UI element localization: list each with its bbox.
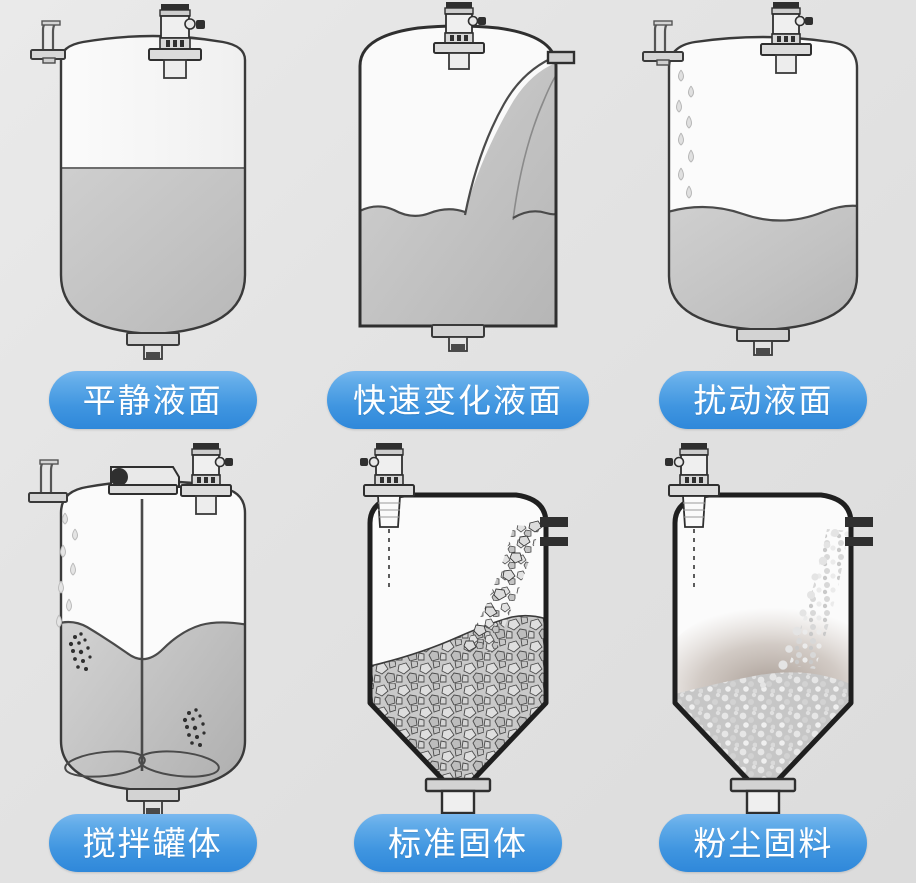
- sensor-flange: [668, 484, 721, 497]
- scenario-card-dusty-solids[interactable]: 粉尘固料: [611, 441, 916, 883]
- silo-dusty-solids: [665, 443, 874, 815]
- scenario-card-calm-liquid-surface[interactable]: 平静液面: [0, 0, 305, 441]
- label-row: 搅拌罐体: [0, 814, 305, 872]
- illustration-standard-solids-silo: [305, 441, 610, 883]
- scenario-label-calm-liquid-surface[interactable]: 平静液面: [48, 371, 257, 429]
- label-row: 粉尘固料: [611, 814, 916, 872]
- bubble-cluster-right: [182, 708, 206, 747]
- falling-droplets: [676, 69, 695, 199]
- sensor-flange: [179, 484, 232, 497]
- label-row: 平静液面: [0, 371, 305, 429]
- falling-powder: [760, 529, 850, 688]
- sensor-flange: [147, 48, 202, 61]
- illustration-stirred-tank: [0, 441, 305, 883]
- illustration-agitated-liquid-tank: [611, 0, 916, 441]
- impeller-blades: [63, 750, 220, 778]
- sensor-side-port-icon: [368, 456, 380, 468]
- sensor-antenna: [162, 59, 187, 79]
- liquid-body: [669, 204, 858, 330]
- scenario-card-agitated-liquid-surface[interactable]: 扰动液面: [611, 0, 916, 441]
- falling-granules: [463, 520, 543, 653]
- scenario-label-dusty-solids[interactable]: 粉尘固料: [659, 814, 868, 872]
- tank-dripping-inflow: [642, 2, 859, 356]
- radar-level-sensor: [665, 443, 721, 528]
- bubble-cluster-left: [68, 632, 92, 671]
- radar-level-sensor: [760, 2, 814, 74]
- bottom-outlet-valve: [125, 332, 180, 360]
- radar-level-sensor: [432, 2, 486, 70]
- side-inlet-nozzle: [845, 517, 874, 546]
- sensor-antenna: [775, 54, 798, 74]
- sensor-flange: [362, 484, 415, 497]
- sensor-flange: [432, 42, 485, 54]
- scenario-label-fast-changing-liquid-surface[interactable]: 快速变化液面: [326, 371, 589, 429]
- side-inlet-nozzle: [539, 517, 568, 546]
- tank-side-jet-inflow: [358, 2, 576, 352]
- turbulent-liquid-surface: [60, 620, 245, 661]
- bottom-outlet-valve: [430, 324, 485, 352]
- radar-level-sensor: [359, 443, 415, 528]
- liquid-body: [60, 167, 245, 334]
- falling-droplets: [55, 512, 78, 628]
- scenario-label-agitated-liquid-surface[interactable]: 扰动液面: [659, 371, 868, 429]
- horn-antenna: [377, 495, 401, 528]
- tank-outline: [59, 34, 246, 336]
- scenario-card-fast-changing-liquid-surface[interactable]: 快速变化液面: [305, 0, 610, 441]
- bubble-clusters: [68, 632, 206, 747]
- radar-level-sensor: [179, 443, 233, 515]
- illustration-dusty-solids-silo: [611, 441, 916, 883]
- scenario-label-stirred-tank-vessel[interactable]: 搅拌罐体: [48, 814, 257, 872]
- sensor-side-port-icon: [467, 15, 479, 27]
- motor-flange: [107, 484, 178, 495]
- tank-round-bottom-calm-liquid: [29, 4, 246, 360]
- agitator-motor: [107, 466, 180, 495]
- illustration-fast-changing-liquid-tank: [305, 0, 610, 441]
- silo-outline: [367, 492, 549, 784]
- bottom-outlet-valve: [125, 788, 180, 816]
- sensor-antenna: [194, 495, 217, 515]
- bottom-outlet-flange: [730, 777, 797, 815]
- liquid-body: [60, 620, 245, 791]
- sensor-side-port-icon: [795, 15, 806, 27]
- label-row: 快速变化液面: [305, 371, 610, 429]
- sensor-flange: [760, 43, 813, 56]
- sensor-antenna: [448, 52, 470, 70]
- side-inlet-nozzle: [546, 50, 576, 65]
- label-row: 扰动液面: [611, 371, 916, 429]
- label-row: 标准固体: [305, 814, 610, 872]
- sensor-side-port-icon: [674, 456, 685, 468]
- silo-granular-solids: [359, 443, 568, 815]
- inlet-pipe: [27, 459, 68, 503]
- scenario-label-standard-solids[interactable]: 标准固体: [353, 814, 562, 872]
- scenario-card-standard-solids[interactable]: 标准固体: [305, 441, 610, 883]
- tank-with-agitator: [27, 443, 246, 816]
- horn-antenna: [682, 495, 707, 528]
- radar-level-sensor: [147, 4, 205, 79]
- silo-outline: [672, 492, 854, 784]
- liquid-jet-stream: [463, 57, 553, 216]
- undulating-liquid-surface: [669, 204, 858, 222]
- inlet-pipe: [642, 20, 685, 66]
- inlet-pipe: [29, 20, 66, 64]
- sensor-side-port-icon: [214, 456, 225, 468]
- scenario-card-stirred-tank-vessel[interactable]: 搅拌罐体: [0, 441, 305, 883]
- sensor-side-port-icon: [183, 18, 196, 30]
- bottom-outlet-flange: [424, 777, 492, 815]
- tank-outline: [668, 35, 859, 332]
- tank-outline: [59, 479, 246, 793]
- bottom-outlet-valve: [736, 328, 791, 356]
- illustration-calm-liquid-tank: [0, 0, 305, 441]
